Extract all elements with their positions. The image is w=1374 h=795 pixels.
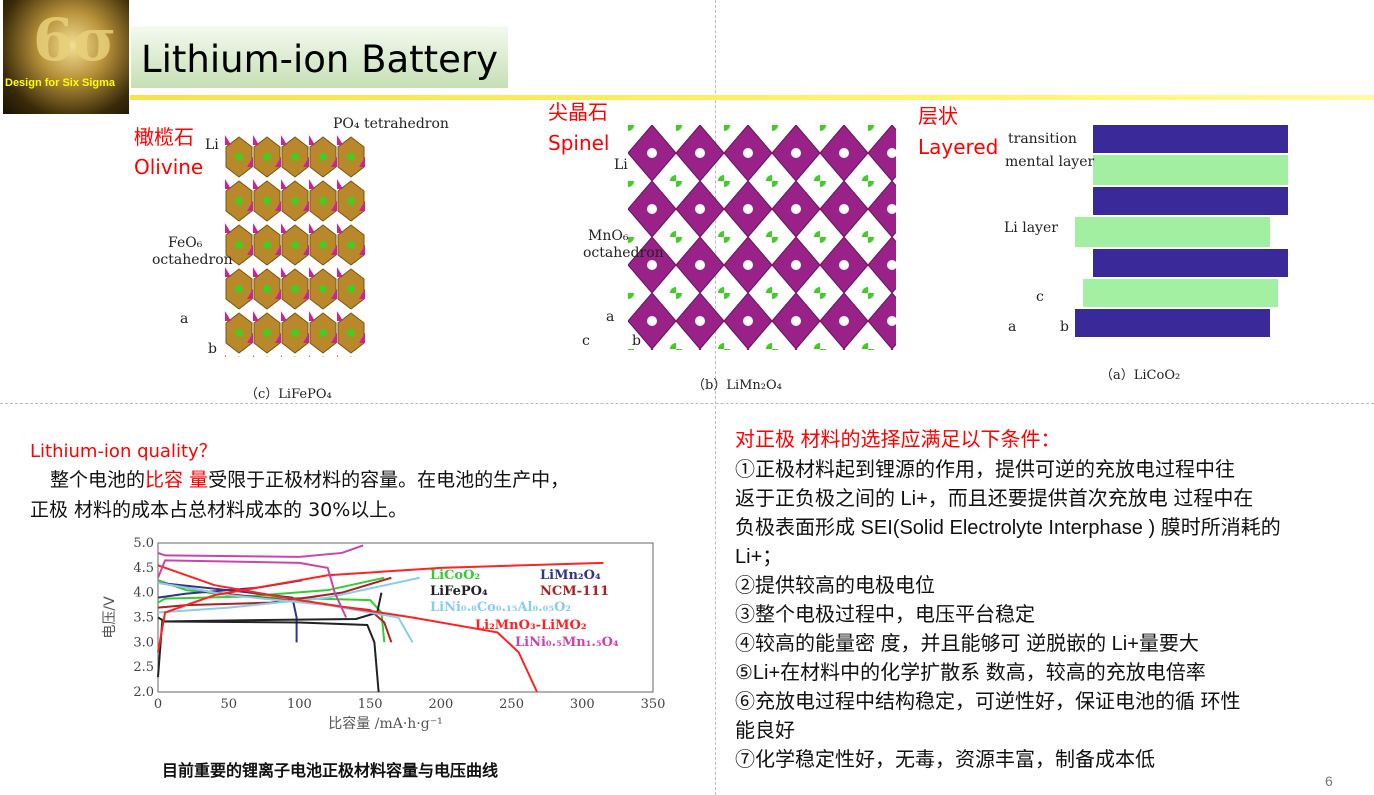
condition-line: 返于正负极之间的 Li+，而且还要提供首次充放电 过程中在 xyxy=(735,488,1254,510)
guide-vertical xyxy=(715,0,716,795)
series-discharge-line xyxy=(157,616,380,693)
guide-horizontal xyxy=(0,403,1374,404)
y-tick-label: 2.0 xyxy=(133,685,154,700)
condition-line: Li+； xyxy=(735,546,783,568)
layered-en: Layered xyxy=(918,135,999,159)
paragraph-line-2: 正极 材料的成本占总材料成本的 30%以上。 xyxy=(30,499,408,521)
condition-line: ⑦化学稳定性好，无毒，资源丰富，制备成本低 xyxy=(735,749,1155,771)
y-tick-label: 5.0 xyxy=(133,536,154,551)
y-tick-label: 4.0 xyxy=(133,586,154,601)
legend-entry: LiFePO₄ xyxy=(430,584,488,599)
condition-line: ⑥充放电过程中结构稳定，可逆性好，保证电池的循 环性 xyxy=(735,691,1241,713)
x-tick-label: 0 xyxy=(154,697,162,712)
condition-line: ②提供较高的电极电位 xyxy=(735,575,935,597)
spinel-en: Spinel xyxy=(548,131,610,155)
voltage-capacity-chart: 0 50 100 150 200 250 300 350 2.0 2.5 3.0 3.5 4.0 4.5 5… xyxy=(102,536,666,732)
condition-line: ①正极材料起到锂源的作用，提供可逆的充放电过程中往 xyxy=(735,459,1235,481)
label-li: Li xyxy=(205,137,219,153)
text: 整个电池的 xyxy=(50,469,146,491)
x-tick-label: 200 xyxy=(428,697,453,712)
spinel-caption: （b）LiMn₂O₄ xyxy=(692,378,782,393)
series-discharge-line xyxy=(157,559,348,618)
legend-entry: NCM-111 xyxy=(540,584,609,599)
quality-heading: Lithium-ion quality？ xyxy=(30,441,217,462)
axis-c: c xyxy=(1036,289,1044,305)
legend-entry: LiNi₀.₅Mn₁.₅O₄ xyxy=(515,635,619,650)
series-charge-line xyxy=(157,576,420,614)
layered-structure-image xyxy=(1075,125,1288,337)
x-tick-label: 50 xyxy=(220,697,237,712)
label-mno6: MnO₆ xyxy=(588,228,629,244)
olivine-cn: 橄榄石 xyxy=(134,125,194,149)
title-banner xyxy=(131,26,508,88)
y-tick-label: 2.5 xyxy=(133,660,154,675)
x-tick-label: 100 xyxy=(287,697,312,712)
olivine-caption: （c）LiFePO₄ xyxy=(245,387,332,402)
series-discharge-line xyxy=(157,564,538,693)
label-li: Li xyxy=(614,157,628,173)
axis-a: a xyxy=(180,311,189,327)
layered-caption: （a）LiCoO₂ xyxy=(1100,368,1181,383)
axis-b: b xyxy=(208,341,217,357)
y-tick-label: 4.5 xyxy=(133,561,154,576)
layered-cn: 层状 xyxy=(918,104,958,128)
six-sigma-logo: 6σ Design for Six Sigma xyxy=(3,0,129,114)
conditions-list: ①正极材料起到锂源的作用，提供可逆的充放电过程中往返于正负极之间的 Li+，而且… xyxy=(735,456,1281,775)
axis-c: c xyxy=(582,333,590,349)
condition-line: 负极表面形成 SEI(Solid Electrolyte Interphase … xyxy=(735,517,1281,539)
condition-line: ⑤Li+在材料中的化学扩散系 数高，较高的充放电倍率 xyxy=(735,662,1206,684)
spinel-cn: 尖晶石 xyxy=(548,100,608,124)
axis-a: a xyxy=(1008,319,1017,335)
title-rule xyxy=(130,95,1374,100)
series-charge-line xyxy=(157,544,364,558)
condition-line: ③整个电极过程中，电压平台稳定 xyxy=(735,604,1035,626)
paragraph-line-1: 整个电池的比容 量受限于正极材料的容量。在电池的生产中， xyxy=(50,468,569,492)
x-tick-label: 350 xyxy=(641,697,666,712)
axis-b: b xyxy=(632,333,641,349)
y-tick-label: 3.0 xyxy=(133,635,154,650)
axis-b: b xyxy=(1060,319,1069,335)
y-tick-label: 3.5 xyxy=(133,611,154,626)
x-tick-label: 300 xyxy=(570,697,595,712)
legend-entry: LiNi₀.₈Co₀.₁₅Al₀.₀₅O₂ xyxy=(430,600,571,615)
label-octahedron: octahedron xyxy=(152,252,233,268)
y-axis-label: 电压/V xyxy=(102,596,118,639)
olivine-en: Olivine xyxy=(134,155,204,179)
label-transition: transition xyxy=(1008,131,1077,147)
legend-entry: LiMn₂O₄ xyxy=(540,568,601,583)
chart-caption: 目前重要的锂离子电池正极材料容量与电压曲线 xyxy=(162,761,499,780)
conditions-heading: 对正极 材料的选择应满足以下条件： xyxy=(735,429,1061,451)
logo-text: Design for Six Sigma xyxy=(5,77,116,89)
page-number: 6 xyxy=(1325,773,1333,789)
x-tick-label: 150 xyxy=(358,697,383,712)
legend-entry: LiCoO₂ xyxy=(430,568,480,583)
text: 受限于正极材料的容量。在电池的生产中， xyxy=(208,469,570,491)
label-mental-layer: mental layer xyxy=(1005,154,1095,170)
condition-line: 能良好 xyxy=(735,720,795,742)
legend-entry: Li₂MnO₃-LiMO₂ xyxy=(475,618,587,633)
series-discharge-line xyxy=(157,581,298,643)
olivine-structure-image xyxy=(225,135,365,357)
label-po4: PO₄ tetrahedron xyxy=(333,116,449,132)
axis-a: a xyxy=(606,309,615,325)
x-axis-label: 比容量 /mA·h·g⁻¹ xyxy=(328,715,442,732)
label-octahedron: octahedron xyxy=(583,245,664,261)
condition-line: ④较高的能量密 度，并且能够可 逆脱嵌的 Li+量要大 xyxy=(735,633,1199,655)
highlight-specific-capacity: 比容 量 xyxy=(145,469,209,491)
spinel-structure-image xyxy=(628,125,896,350)
label-feo6: FeO₆ xyxy=(168,235,203,251)
series-charge-line xyxy=(157,561,604,653)
slide-title: Lithium-ion Battery xyxy=(141,38,499,81)
label-li-layer: Li layer xyxy=(1004,220,1058,236)
x-tick-label: 250 xyxy=(499,697,524,712)
logo-symbol: 6σ xyxy=(33,6,117,74)
